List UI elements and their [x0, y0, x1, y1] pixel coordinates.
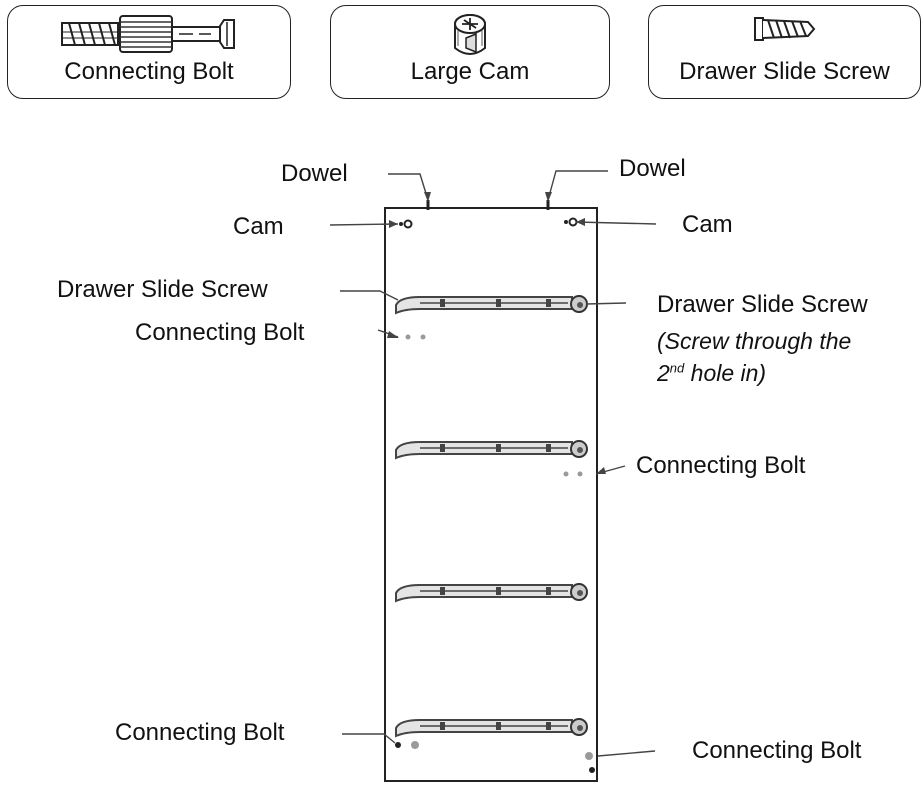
part-box-drawer-slide-screw: Drawer Slide Screw	[648, 5, 921, 99]
hole-mid-right-1	[563, 471, 569, 477]
hole-bottom-left	[411, 741, 419, 749]
label-connecting-bolt-right-mid: Connecting Bolt	[636, 452, 806, 479]
cam-left	[399, 219, 413, 229]
note-text: hole in)	[684, 360, 767, 386]
part-label: Connecting Bolt	[64, 58, 234, 85]
hole-top-left-2	[420, 334, 426, 340]
label-drawer-slide-screw-left: Drawer Slide Screw	[57, 276, 268, 303]
drawer-slide-3	[395, 583, 588, 603]
part-box-large-cam: Large Cam	[330, 5, 610, 99]
label-connecting-bolt-left-top: Connecting Bolt	[135, 319, 305, 346]
drawer-slide-4	[395, 718, 588, 738]
part-label: Drawer Slide Screw	[679, 58, 890, 85]
label-drawer-slide-screw-right: Drawer Slide Screw	[657, 291, 868, 318]
bolt-bottom-left	[395, 742, 401, 748]
drawer-slide-2	[395, 440, 588, 460]
note-text: 2	[657, 360, 670, 386]
note-superscript: nd	[669, 360, 685, 376]
connecting-bolt-icon	[61, 15, 235, 53]
leader-arrowheads	[387, 192, 606, 474]
drawer-slide-screw-icon	[753, 17, 815, 41]
part-label: Large Cam	[410, 58, 530, 85]
label-screw-note-line-1: (Screw through the	[657, 328, 852, 354]
bolt-holes	[405, 334, 593, 760]
hole-bottom-right	[585, 752, 593, 760]
label-connecting-bolt-left-bottom: Connecting Bolt	[115, 719, 285, 746]
label-dowel-right: Dowel	[619, 155, 686, 182]
label-cam-right: Cam	[682, 211, 733, 238]
label-connecting-bolt-right-bottom: Connecting Bolt	[692, 737, 862, 764]
large-cam-icon	[454, 14, 486, 55]
part-box-connecting-bolt: Connecting Bolt	[7, 5, 291, 99]
hole-top-left-1	[405, 334, 411, 340]
side-panel	[384, 207, 598, 782]
leader-lines	[329, 170, 657, 757]
drawer-slide-1	[395, 295, 588, 315]
label-cam-left: Cam	[233, 213, 284, 240]
label-dowel-left: Dowel	[281, 160, 348, 187]
bolt-bottom-right	[589, 767, 595, 773]
label-screw-note-line-2: 2nd hole in)	[657, 358, 766, 388]
hole-mid-right-2	[577, 471, 583, 477]
